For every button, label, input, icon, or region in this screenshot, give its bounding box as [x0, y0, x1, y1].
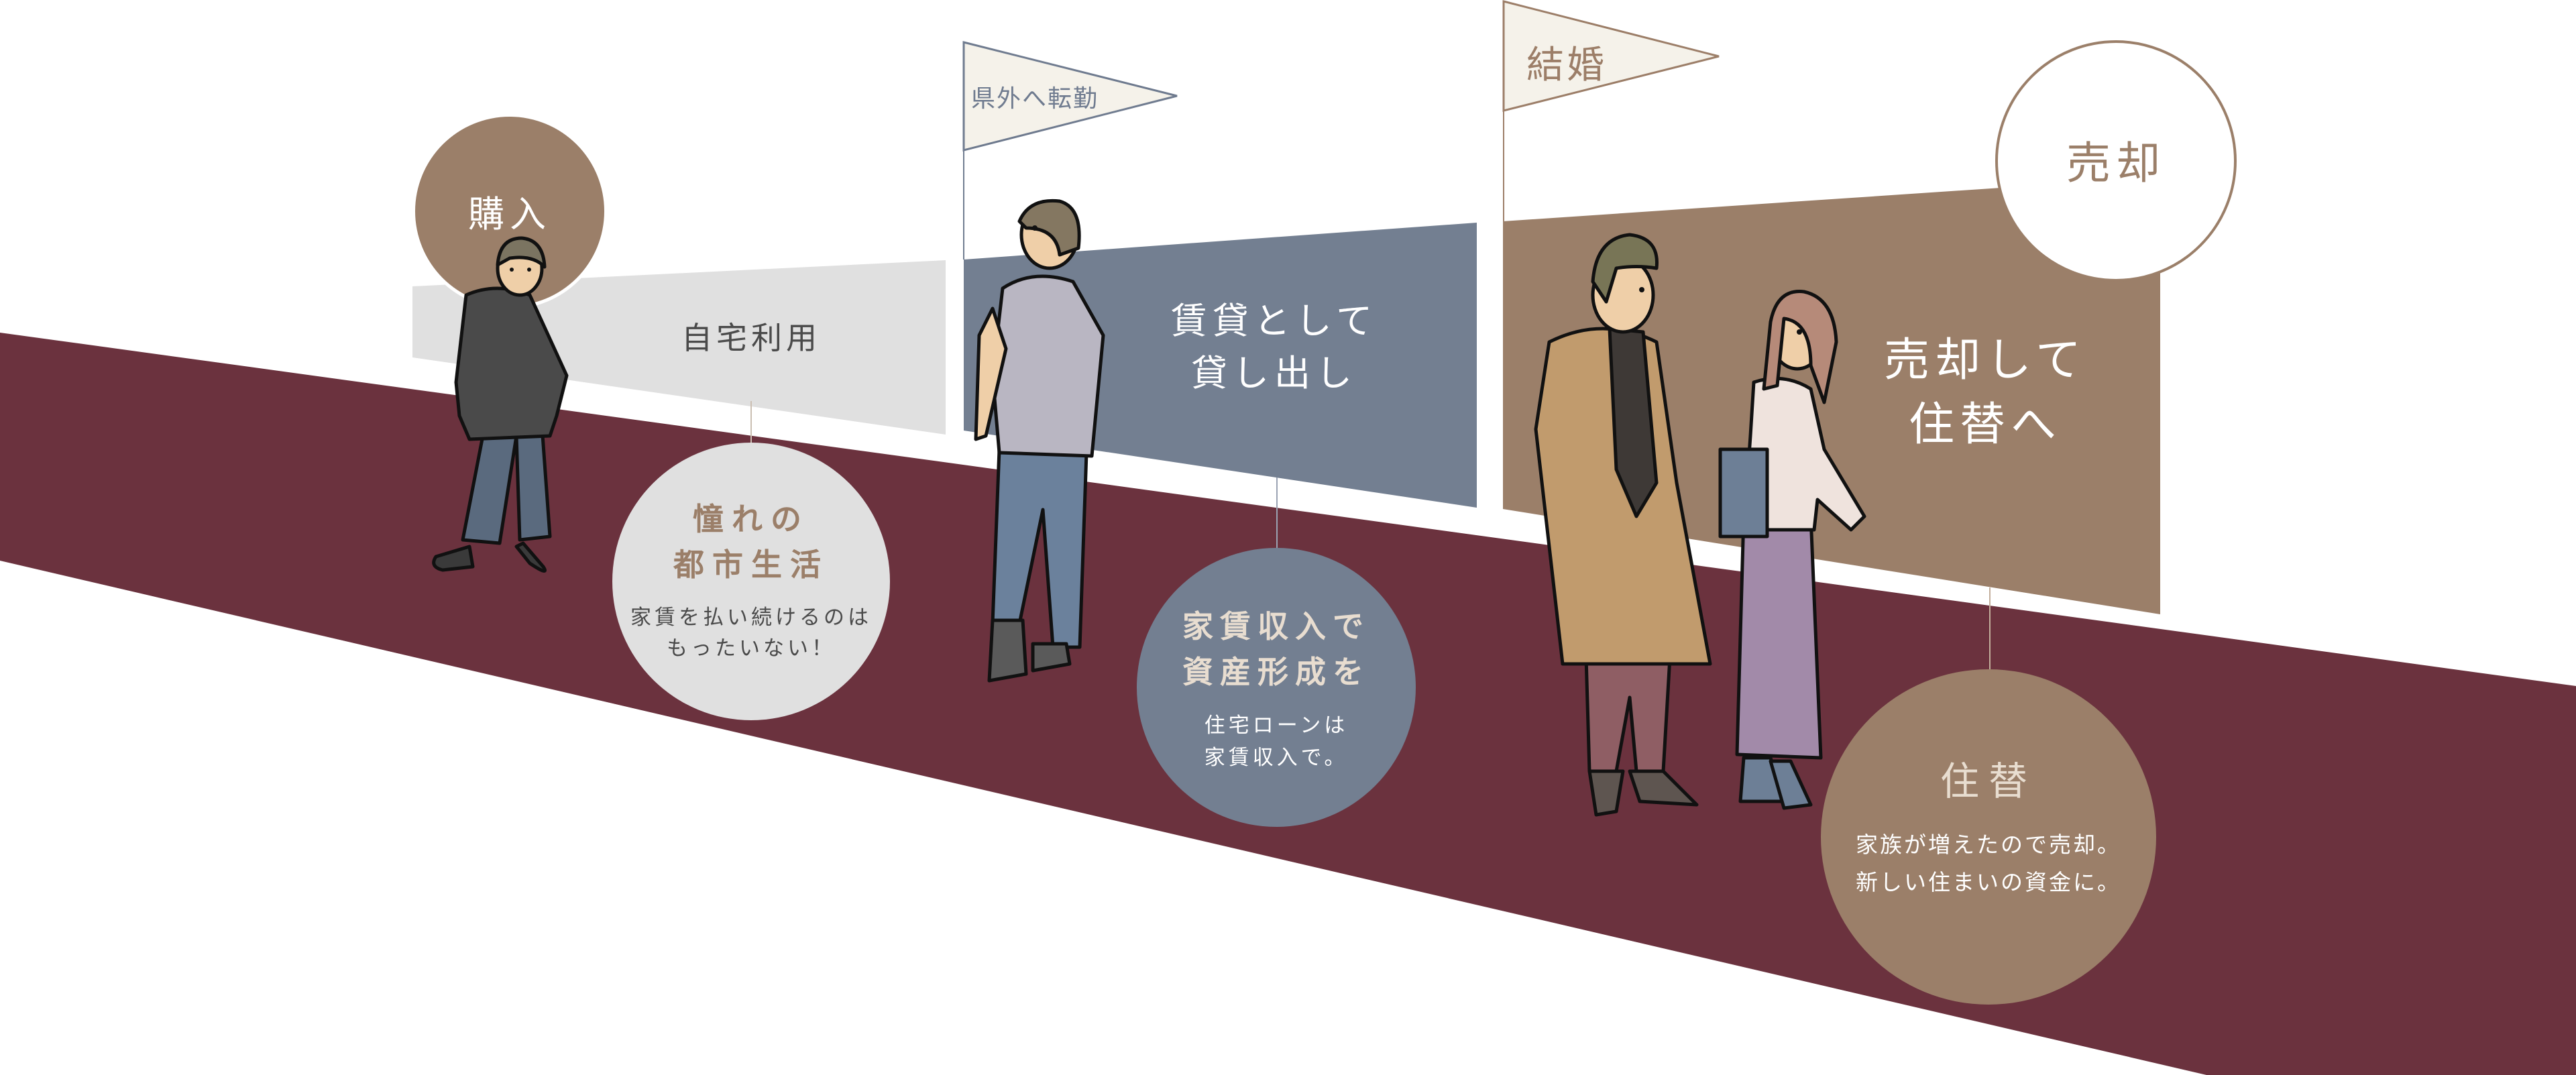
person-man-camel-coat-icon [1534, 233, 1712, 817]
bubble-own-use-circle [612, 443, 890, 720]
bubble-own-use-title: 憧れの 都市生活 [673, 501, 829, 583]
panel-rental-label: 賃貸として 貸し出し [1170, 300, 1378, 394]
bubble-rental-body: 住宅ローンは 家賃収入で。 [1204, 714, 1349, 770]
person-woman-with-bag-icon [1718, 290, 1866, 810]
bubble-sale-circle [1821, 669, 2156, 1005]
badge-purchase-circle-fill [415, 117, 604, 306]
badge-sale-circle [1995, 40, 2237, 282]
bubble-rental-circle [1137, 548, 1416, 827]
bubble-sale-body: 家族が増えたので売却。 新しい住まいの資金に。 [1856, 832, 2121, 895]
bubble-rental-title: 家賃収入で 資産形成を [1182, 608, 1370, 690]
badge-purchase-label: 購入 [468, 193, 551, 235]
person-man-dark-shirt-icon [432, 236, 569, 573]
bubble-sale-title: 住替 [1940, 758, 2037, 804]
panel-own-use-bg [412, 260, 946, 435]
badge-sale-label: 売却 [2066, 137, 2166, 189]
panel-own-use-label: 自宅利用 [681, 320, 821, 356]
panel-sale-label: 売却して 住替へ [1884, 334, 2086, 451]
flag-marriage-label: 結婚 [1526, 44, 1607, 87]
bubble-own-use-body: 家賃を払い続けるのは もったいない！ [630, 606, 872, 661]
flag-marriage-icon [1502, 0, 1720, 112]
person-man-walking-icon [974, 199, 1105, 683]
flag-transfer-icon [962, 41, 1178, 152]
flag-transfer-label: 県外へ転勤 [971, 85, 1099, 113]
